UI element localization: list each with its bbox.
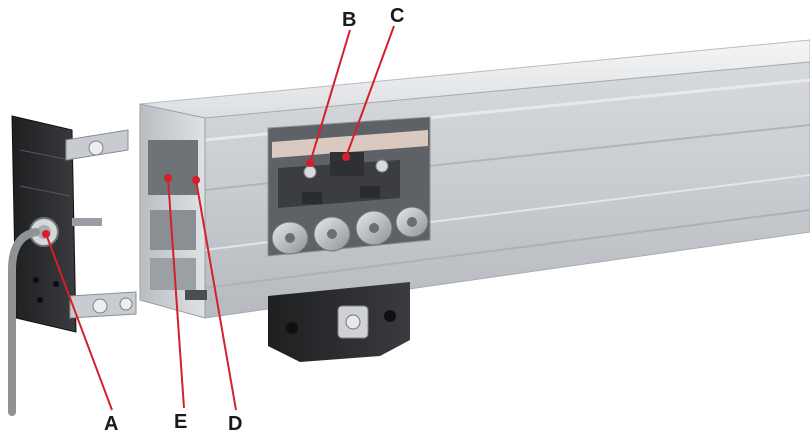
roller-bolt: [303, 165, 317, 179]
leader-line-e: [167, 177, 185, 409]
end-cap-edge: [19, 185, 71, 197]
roller-hub: [407, 217, 417, 227]
end-cap-assembly: [7, 115, 137, 416]
callout-label-a: A: [104, 413, 118, 432]
roller-hub: [285, 233, 295, 243]
leader-dot-c: [342, 153, 350, 161]
upper-bracket: [65, 129, 129, 161]
bracket-screw: [92, 298, 108, 314]
guide-shoe: [360, 186, 380, 198]
power-cable: [7, 228, 40, 416]
roller-hub: [327, 229, 337, 239]
callout-label-e: E: [174, 411, 187, 432]
callout-dots: [42, 153, 350, 238]
guide-shoe: [302, 192, 322, 204]
roller-bolt: [375, 159, 389, 173]
leader-line-c: [345, 25, 395, 158]
leader-line-d: [195, 179, 237, 411]
roller-hub: [369, 223, 379, 233]
roller-set: [271, 206, 429, 255]
leader-dot-b: [306, 159, 314, 167]
leader-dot-a: [42, 230, 50, 238]
bracket-screw: [119, 297, 133, 311]
callouts: [45, 25, 395, 411]
leader-line-b: [309, 29, 351, 164]
mounting-hole: [53, 281, 59, 287]
callout-label-b: B: [342, 9, 356, 31]
leader-line-a: [45, 233, 113, 411]
drive-shaft: [72, 218, 102, 226]
bracket-screw: [88, 140, 104, 156]
lower-bracket: [69, 291, 137, 319]
cutaway-window: [267, 116, 431, 257]
profile-chamber-upper: [148, 140, 198, 195]
end-cap-edge: [19, 149, 71, 161]
rail-groove: [204, 209, 810, 289]
callout-label-c: C: [390, 5, 404, 27]
bracket-hole: [286, 322, 298, 334]
bracket-hole: [384, 310, 396, 322]
leader-dot-e: [164, 174, 172, 182]
mounting-bracket: [268, 282, 410, 362]
mounting-hole: [37, 297, 43, 303]
aluminium-rail: [139, 39, 810, 319]
leader-dot-d: [192, 176, 200, 184]
clamp-bolt: [345, 314, 361, 330]
callout-label-d: D: [228, 413, 242, 432]
mounting-hole: [33, 277, 39, 283]
profile-slot: [185, 290, 207, 300]
